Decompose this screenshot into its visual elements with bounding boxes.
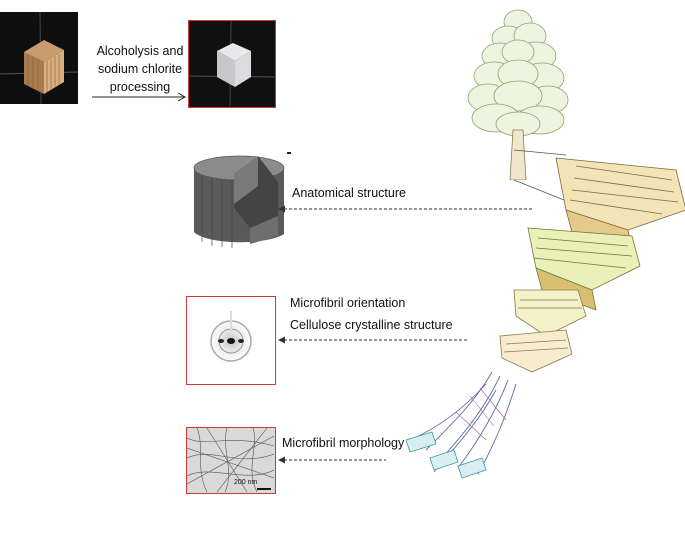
xrd-arrow [278,336,468,344]
scale-bar-label: 200 nm [234,479,258,486]
process-line-3: processing [109,80,171,94]
tem-image-frame: 200 nm [186,427,276,494]
bleached-block-photo [188,20,276,108]
scale-bar [257,488,271,490]
tem-arrow [278,456,386,464]
process-text: Alcoholysis and sodium chlorite processi… [88,42,192,96]
tree-illustration [467,9,569,180]
wood-block-photo [0,11,79,105]
anatomical-structure-label: Anatomical structure [292,186,406,200]
microfibril-orientation-label: Microfibril orientation [290,296,406,310]
tiny-mark [287,152,291,154]
process-line-1: Alcoholysis and [96,44,184,58]
process-arrow [92,92,187,102]
ct-cylinder-image [193,155,285,248]
process-line-2: sodium chlorite [97,62,183,76]
xrd-pattern-frame [186,296,276,385]
anatomical-arrow [278,205,532,213]
microfibril-morphology-label: Microfibril morphology [282,436,405,450]
xrd-pattern-image [205,311,257,367]
tem-micrograph [186,427,275,493]
cellulose-crystalline-label: Cellulose crystalline structure [290,318,453,332]
wood-hierarchy-illustration [405,149,685,479]
